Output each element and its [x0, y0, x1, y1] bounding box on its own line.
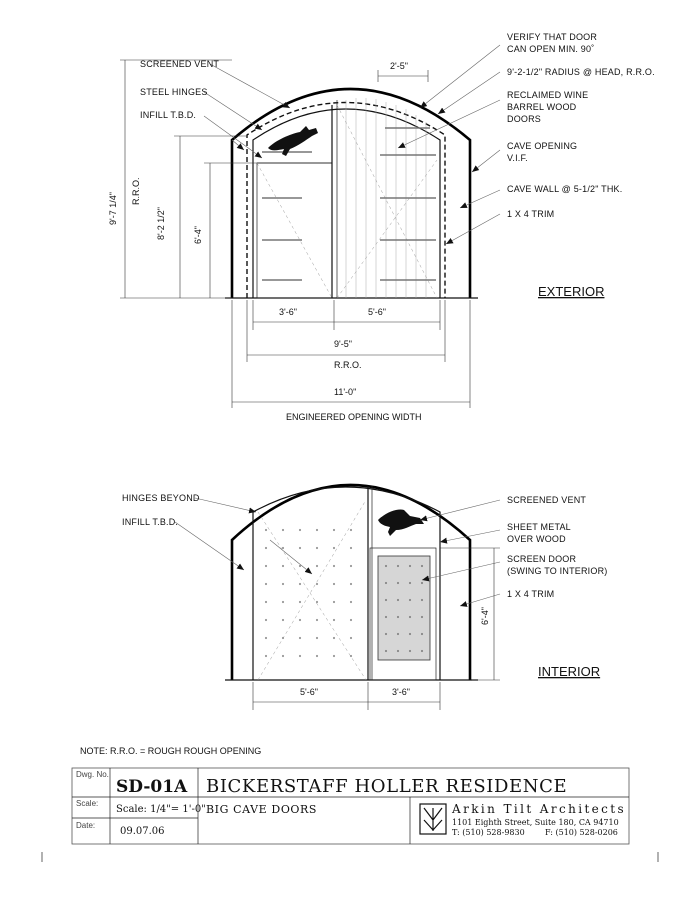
- sheet-corner-ticks: [41, 852, 659, 862]
- tb-fax: F: (510) 528-0206: [545, 828, 618, 837]
- tb-date: 09.07.06: [120, 826, 165, 837]
- interior-right-door-dim: 3'-6": [392, 687, 410, 697]
- exterior-rro-width: 9'-5": [334, 339, 352, 349]
- callout-reclaimed-2: BARREL WOOD: [507, 102, 577, 112]
- exterior-rro-vertical: R.R.O.: [131, 177, 141, 205]
- exterior-rro-label: R.R.O.: [334, 360, 362, 370]
- exterior-door-height: 6'-4": [193, 226, 203, 244]
- callout-cave-opening-1: CAVE OPENING: [507, 141, 577, 151]
- callout-interior-infill: INFILL T.B.D.: [122, 517, 178, 527]
- title-block-frame: [71, 767, 630, 845]
- callout-reclaimed-1: RECLAIMED WINE: [507, 90, 588, 100]
- interior-lizard-vent: [378, 509, 424, 536]
- firm-logo: [419, 803, 447, 835]
- callout-sheet-metal-2: OVER WOOD: [507, 534, 566, 544]
- tb-address: 1101 Eighth Street, Suite 180, CA 94710: [452, 818, 619, 827]
- tb-phone: T: (510) 528-9830: [452, 828, 525, 837]
- callout-interior-trim: 1 X 4 TRIM: [507, 589, 554, 599]
- callout-cave-wall: CAVE WALL @ 5-1/2" THK.: [507, 184, 622, 194]
- interior-rivets: [264, 528, 424, 658]
- drawing-note: NOTE: R.R.O. = ROUGH ROUGH OPENING: [80, 746, 261, 756]
- exterior-horizontal-dimensions: [231, 300, 471, 408]
- exterior-rro-line: [246, 101, 446, 298]
- callout-interior-screened-vent: SCREENED VENT: [507, 495, 586, 505]
- tb-dwg-no-label: Dwg. No.: [76, 770, 109, 779]
- exterior-left-door: [256, 162, 333, 299]
- interior-outer-wall: [230, 483, 472, 680]
- exterior-opening-height: 8'-2 1/2": [156, 207, 166, 240]
- interior-view-title: INTERIOR: [538, 664, 600, 679]
- callout-screened-vent: SCREENED VENT: [140, 59, 219, 69]
- exterior-outer-wall: [230, 87, 472, 298]
- exterior-view-title: EXTERIOR: [538, 284, 604, 299]
- tb-scale-label: Scale:: [76, 799, 98, 808]
- callout-verify-1: VERIFY THAT DOOR: [507, 32, 597, 42]
- exterior-engineered-label: ENGINEERED OPENING WIDTH: [286, 412, 422, 422]
- callout-sheet-metal-1: SHEET METAL: [507, 522, 571, 532]
- interior-right-door: [369, 547, 437, 681]
- callout-screen-door-1: SCREEN DOOR: [507, 554, 577, 564]
- exterior-engineered-width: 11'-0": [334, 387, 356, 397]
- exterior-left-door-dim: 3'-6": [279, 307, 297, 317]
- tb-project: BICKERSTAFF HOLLER RESIDENCE: [206, 776, 567, 797]
- callout-verify-2: CAN OPEN MIN. 90˚: [507, 44, 594, 54]
- exterior-door-frame: [252, 108, 441, 298]
- interior-elevation: 5'-6" 3'-6" 6'-4" HINGES BEYOND INFILL T…: [122, 483, 607, 710]
- title-block: Dwg. No. SD-01A BICKERSTAFF HOLLER RESID…: [71, 767, 630, 845]
- callout-cave-opening-2: V.I.F.: [507, 153, 528, 163]
- interior-swing-lines: [257, 499, 367, 681]
- tb-scale: Scale: 1/4"= 1'-0": [116, 804, 206, 815]
- exterior-top-dim-text: 2'-5": [390, 61, 408, 71]
- interior-door-frame: [252, 486, 441, 680]
- exterior-slats: [345, 98, 427, 298]
- screen-door-panel: [377, 555, 431, 661]
- callout-steel-hinges: STEEL HINGES: [140, 87, 208, 97]
- callout-reclaimed-3: DOORS: [507, 114, 541, 124]
- exterior-top-dimension: [377, 70, 429, 82]
- callout-radius: 9'-2-1/2" RADIUS @ HEAD, R.R.O.: [507, 67, 655, 77]
- callout-hinges-beyond: HINGES BEYOND: [122, 493, 200, 503]
- callout-screen-door-2: (SWING TO INTERIOR): [507, 566, 607, 576]
- tb-firm: Arkin Tilt Architects: [451, 802, 626, 816]
- exterior-callout-arrows: [203, 44, 501, 245]
- tb-sheet-title: BIG CAVE DOORS: [206, 803, 317, 816]
- exterior-vertical-dimensions: [120, 59, 257, 299]
- exterior-lizard-vent: [268, 126, 318, 156]
- exterior-elevation: 2'-5" 9'-7 1/4" R.R.O. 8'-2 1/2" 6'-4": [108, 32, 655, 422]
- interior-left-door-dim: 5'-6": [300, 687, 318, 697]
- tb-dwg-no: SD-01A: [116, 777, 188, 797]
- interior-callout-arrows: [174, 497, 501, 607]
- tb-date-label: Date:: [76, 821, 95, 830]
- interior-door-height: 6'-4": [480, 607, 490, 625]
- exterior-swing-lines: [256, 104, 438, 299]
- exterior-overall-height: 9'-7 1/4": [108, 192, 118, 225]
- interior-dimensions: [252, 547, 500, 710]
- callout-infill: INFILL T.B.D.: [140, 110, 196, 120]
- callout-trim: 1 X 4 TRIM: [507, 209, 554, 219]
- exterior-right-door-dim: 5'-6": [368, 307, 386, 317]
